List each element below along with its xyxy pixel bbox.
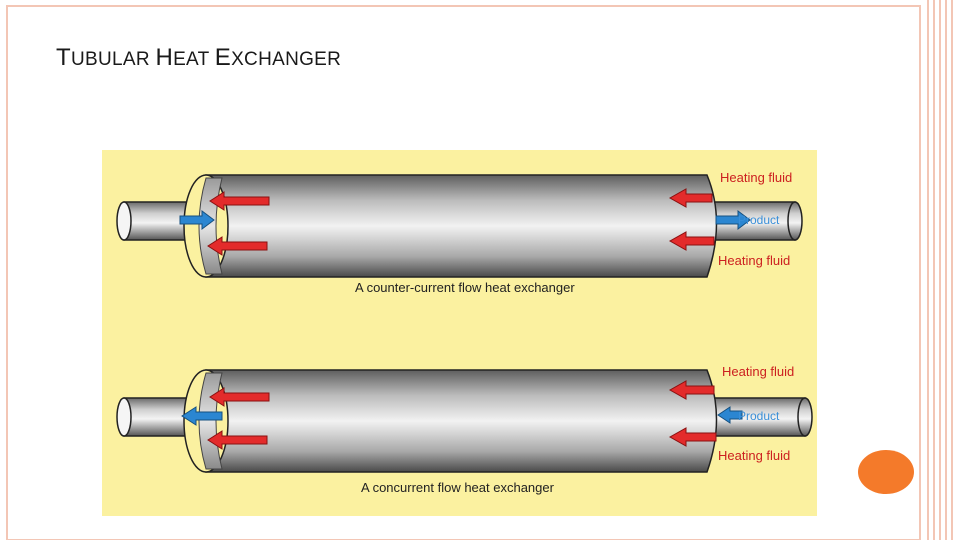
right-pipe-end bbox=[797, 397, 813, 437]
heating-fluid-arrow bbox=[209, 387, 270, 407]
outer-shell bbox=[205, 174, 718, 278]
panel-counter-current: Heating fluid Product Heating fluid A co… bbox=[116, 170, 803, 295]
title-part: UBULAR bbox=[70, 49, 156, 70]
slide-title: TUBULAR HEAT EXCHANGER bbox=[56, 44, 341, 72]
caption-counter-current: A counter-current flow heat exchanger bbox=[355, 280, 575, 295]
label-heating-fluid-bottom: Heating fluid bbox=[718, 448, 790, 463]
label-heating-fluid-top: Heating fluid bbox=[722, 364, 794, 379]
label-heating-fluid-bottom: Heating fluid bbox=[718, 253, 790, 268]
label-heating-fluid-top: Heating fluid bbox=[720, 170, 792, 185]
heating-fluid-arrow bbox=[668, 380, 715, 400]
heating-fluid-arrow bbox=[207, 430, 268, 450]
title-part: E bbox=[214, 44, 232, 71]
caption-concurrent: A concurrent flow heat exchanger bbox=[361, 480, 555, 495]
right-pipe-end bbox=[787, 201, 803, 241]
heat-exchanger-figure: Heating fluid Product Heating fluid A co… bbox=[102, 150, 817, 516]
outer-shell bbox=[205, 369, 718, 473]
product-arrow bbox=[179, 210, 215, 230]
heating-fluid-arrow bbox=[207, 236, 268, 256]
title-part: H bbox=[155, 44, 174, 71]
heating-fluid-arrow bbox=[668, 188, 713, 208]
title-part: XCHANGER bbox=[231, 49, 342, 70]
left-pipe-end bbox=[116, 201, 132, 241]
product-arrow bbox=[715, 210, 751, 230]
heating-fluid-arrow bbox=[209, 191, 270, 211]
panel-concurrent: Heating fluid Product Heating fluid A co… bbox=[116, 364, 813, 495]
left-pipe-end bbox=[116, 397, 132, 437]
heating-fluid-arrow bbox=[668, 231, 715, 251]
label-product: Product bbox=[738, 409, 780, 423]
label-product: Product bbox=[738, 213, 780, 227]
title-part: EAT bbox=[173, 49, 215, 70]
decorative-orange-dot bbox=[858, 450, 914, 494]
heating-fluid-arrow bbox=[668, 427, 717, 447]
title-part: T bbox=[56, 44, 71, 71]
product-arrow bbox=[717, 406, 743, 424]
product-arrow bbox=[181, 406, 223, 426]
heat-exchanger-diagram: Heating fluid Product Heating fluid A co… bbox=[102, 150, 817, 516]
